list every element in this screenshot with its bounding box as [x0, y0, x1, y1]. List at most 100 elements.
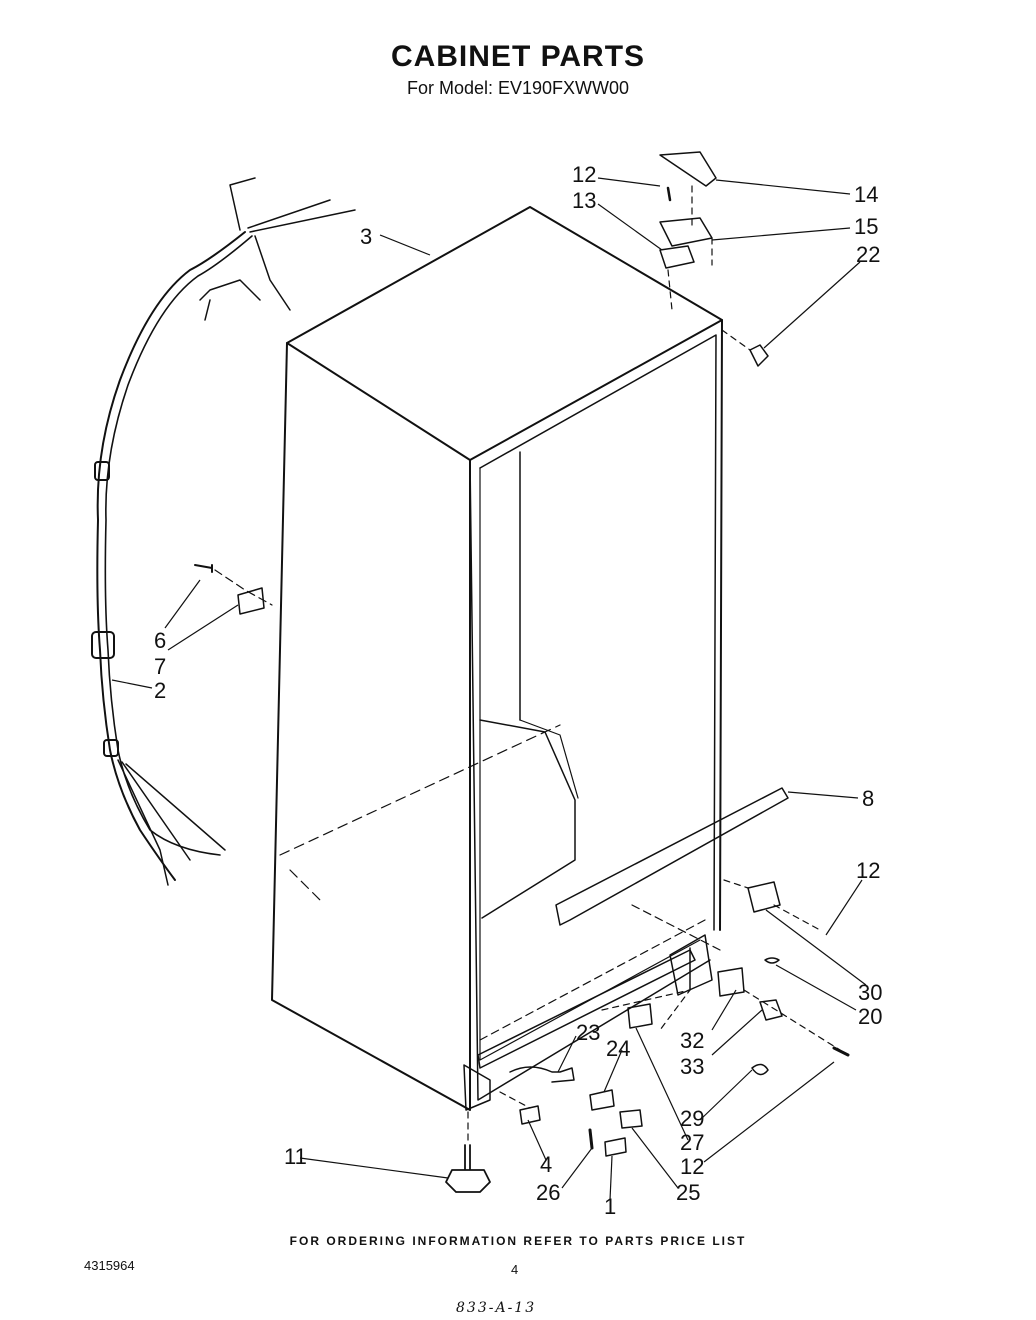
bottom-rail	[477, 949, 696, 1069]
callout-20: 20	[858, 1004, 882, 1029]
callout-14: 14	[854, 182, 878, 207]
cabinet-top	[286, 206, 723, 461]
leader-26	[561, 1147, 593, 1189]
wire-harness-top-leads	[199, 177, 356, 321]
ordering-info-note: FOR ORDERING INFORMATION REFER TO PARTS …	[289, 1234, 747, 1248]
leader-2	[111, 679, 153, 689]
lower-hinge-pin-bracket	[759, 999, 783, 1021]
callout-8: 8	[862, 786, 874, 811]
callout-29: 29	[680, 1106, 704, 1131]
cabinet-inner-liner	[479, 467, 701, 1061]
handwritten-code: 833-A-13	[456, 1300, 537, 1316]
lower-hinge-bracket	[669, 934, 713, 996]
leader-22	[763, 261, 861, 349]
side-bracket	[237, 587, 265, 615]
inner-shelf-line	[519, 719, 579, 799]
harness-clip	[103, 739, 119, 757]
hinge-screw	[666, 186, 672, 202]
corner-trim-piece	[519, 1105, 541, 1125]
cabinet-right-front	[719, 319, 723, 931]
callout-23: 23	[576, 1020, 600, 1045]
top-hinge-cover	[659, 151, 717, 187]
lower-hinge-plate	[747, 881, 781, 913]
switch-clip	[604, 1137, 627, 1157]
callout-27: 27	[680, 1130, 704, 1155]
screw	[588, 1128, 594, 1150]
leader-29	[699, 1069, 753, 1121]
toe-grille-strip	[555, 787, 789, 926]
leader-12	[597, 177, 661, 187]
cabinet-left-side	[271, 342, 471, 1111]
inner-divider	[479, 451, 576, 919]
top-hinge-plate	[659, 245, 695, 269]
callout-7: 7	[154, 654, 166, 679]
callout-22: 22	[856, 242, 880, 267]
callout-3: 3	[360, 224, 372, 249]
top-hinge	[659, 217, 713, 247]
document-number: 4315964	[84, 1258, 135, 1273]
dashed-leader	[723, 879, 821, 931]
dashed-leader	[499, 1091, 531, 1109]
dashed-leader	[743, 989, 841, 1051]
leader-6	[164, 579, 201, 629]
leader-15	[711, 227, 851, 241]
leader-3	[379, 234, 431, 256]
dashed-leader	[667, 185, 713, 311]
leader-33	[711, 1009, 763, 1056]
wire-harness	[96, 231, 246, 881]
spacer-washer	[764, 957, 780, 964]
leader-7	[167, 604, 239, 651]
callout-24: 24	[606, 1036, 630, 1061]
callout-12: 12	[572, 162, 596, 187]
callout-6: 6	[154, 628, 166, 653]
leader-20	[775, 964, 857, 1011]
callout-12b: 12	[856, 858, 880, 883]
leader-4	[527, 1119, 547, 1161]
leader-32	[711, 989, 737, 1031]
light-socket	[509, 1066, 575, 1083]
model-subtitle: For Model: EV190FXWW00	[406, 78, 630, 98]
hinge-bolt	[832, 1046, 850, 1057]
hidden-line	[279, 724, 561, 901]
leader-11	[299, 1157, 449, 1179]
light-switch	[589, 1089, 615, 1111]
dashed-leader	[721, 329, 751, 351]
cold-control-bracket	[627, 1003, 653, 1029]
hinge-plug	[749, 344, 769, 367]
callout-32: 32	[680, 1028, 704, 1053]
shim-plate	[717, 967, 745, 997]
leader-8	[787, 791, 859, 799]
leader-27	[635, 1027, 689, 1141]
callout-4: 4	[540, 1152, 552, 1177]
wire-harness	[104, 235, 253, 856]
callout-11: 11	[284, 1144, 307, 1169]
wire-harness-bottom-leads	[117, 759, 226, 886]
leader-23	[557, 1035, 577, 1073]
callout-26: 26	[536, 1180, 560, 1205]
side-screw	[194, 564, 213, 573]
callout-33: 33	[680, 1054, 704, 1079]
leader-12b	[825, 879, 863, 936]
harness-clip	[94, 461, 110, 481]
corner-bracket	[463, 1064, 491, 1111]
callout-12c: 12	[680, 1154, 704, 1179]
callout-25: 25	[676, 1180, 700, 1205]
dashed-leader	[601, 989, 691, 1031]
leveling-bushing	[751, 1063, 769, 1076]
callout-15: 15	[854, 214, 878, 239]
leader-25	[631, 1127, 679, 1189]
page-title: CABINET PARTS	[390, 40, 646, 73]
callout-13: 13	[572, 188, 596, 213]
cabinet-front-opening	[469, 334, 717, 1101]
callout-2: 2	[154, 678, 166, 703]
callout-30: 30	[858, 980, 882, 1005]
leader-1	[609, 1155, 613, 1201]
callout-1: 1	[604, 1194, 616, 1219]
dashed-leader	[214, 569, 273, 606]
harness-clip	[91, 631, 115, 659]
hidden-line	[479, 904, 721, 1041]
leader-14	[715, 179, 851, 195]
leader-13	[597, 203, 663, 251]
leveling-leg	[445, 1144, 491, 1193]
